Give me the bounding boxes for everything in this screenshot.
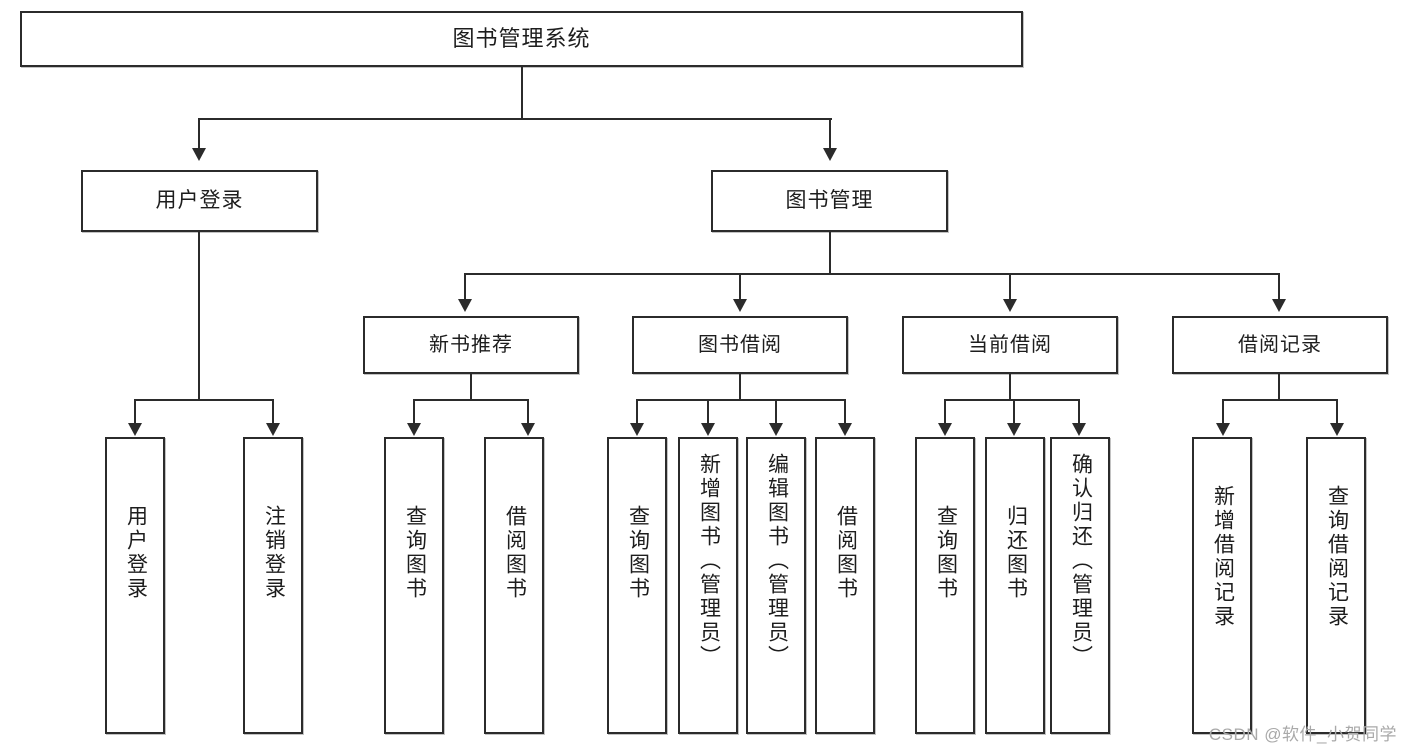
node-label: 借阅记录 [1238,333,1322,356]
arrow-current-borrow-leaf-1 [1007,423,1021,436]
node-root-system[interactable]: 图书管理系统 [20,11,1023,67]
arrow-current-borrow-leaf-2 [1072,423,1086,436]
connector-user-login-leaf-1 [272,399,274,425]
arrow-to-book-manage [823,148,837,161]
node-book-borrow[interactable]: 图书借阅 [632,316,848,374]
connector-book-borrow-leaf-1 [707,399,709,425]
connector-level3-bus [464,273,1279,275]
connector-new-book-leaf-0 [413,399,415,425]
leaf-query-book-borrow[interactable]: 查询图书 [607,437,667,734]
arrow-new-book-leaf-1 [521,423,535,436]
arrow-to-current-borrow [1003,299,1017,312]
connector-current-borrow-down [1009,374,1011,400]
leaf-query-book-current[interactable]: 查询图书 [915,437,975,734]
leaf-query-borrow-record[interactable]: 查询借阅记录 [1306,437,1366,734]
connector-new-book-bus [413,399,529,401]
connector-new-book-leaf-1 [527,399,529,425]
connector-user-login-down [198,232,200,400]
node-book-management[interactable]: 图书管理 [711,170,948,232]
arrow-to-borrow-record [1272,299,1286,312]
connector-borrow-record-leaf-1 [1336,399,1338,425]
leaf-label: 注销登录 [262,505,286,601]
leaf-label: 新增图书（管理员） [697,453,721,669]
leaf-query-book-recommend[interactable]: 查询图书 [384,437,444,734]
leaf-label: 查询借阅记录 [1325,485,1349,629]
connector-current-borrow-leaf-0 [944,399,946,425]
leaf-add-book-admin[interactable]: 新增图书（管理员） [678,437,738,734]
leaf-label: 编辑图书（管理员） [765,453,789,669]
leaf-label: 查询图书 [934,505,958,601]
arrow-user-login-leaf-0 [128,423,142,436]
arrow-book-borrow-leaf-2 [769,423,783,436]
connector-book-borrow-leaf-3 [844,399,846,425]
leaf-logout[interactable]: 注销登录 [243,437,303,734]
node-user-login[interactable]: 用户登录 [81,170,318,232]
leaf-label: 新增借阅记录 [1211,485,1235,629]
connector-book-borrow-leaf-0 [636,399,638,425]
connector-book-manage-down [829,232,831,274]
leaf-label: 用户登录 [124,505,148,601]
node-label: 新书推荐 [429,333,513,356]
connector-current-borrow-leaf-1 [1013,399,1015,425]
node-label: 图书管理 [785,188,874,212]
leaf-borrow-book-recommend[interactable]: 借阅图书 [484,437,544,734]
connector-borrow-record-leaf-0 [1222,399,1224,425]
arrow-book-borrow-leaf-1 [701,423,715,436]
leaf-label: 借阅图书 [834,505,858,601]
leaf-user-login[interactable]: 用户登录 [105,437,165,734]
connector-borrow-record-down [1278,374,1280,400]
connector-new-book-down [470,374,472,400]
leaf-label: 借阅图书 [503,505,527,601]
arrow-book-borrow-leaf-0 [630,423,644,436]
connector-root-down [521,67,523,119]
connector-level2-bus [198,118,832,120]
connector-to-book-manage [829,118,831,150]
connector-book-borrow-bus [636,399,845,401]
watermark-text: CSDN @软件_小贺同学 [1208,725,1397,744]
connector-book-borrow-leaf-2 [775,399,777,425]
leaf-label: 归还图书 [1004,505,1028,601]
connector-to-current-borrow [1009,273,1011,301]
node-borrow-record[interactable]: 借阅记录 [1172,316,1388,374]
connector-book-borrow-down [739,374,741,400]
arrow-book-borrow-leaf-3 [838,423,852,436]
connector-current-borrow-leaf-2 [1078,399,1080,425]
connector-user-login-bus [134,399,273,401]
node-current-borrow[interactable]: 当前借阅 [902,316,1118,374]
arrow-to-book-borrow [733,299,747,312]
leaf-label: 查询图书 [626,505,650,601]
arrow-user-login-leaf-1 [266,423,280,436]
leaf-add-borrow-record[interactable]: 新增借阅记录 [1192,437,1252,734]
connector-to-user-login [198,118,200,150]
connector-to-borrow-record [1278,273,1280,301]
connector-current-borrow-bus [944,399,1080,401]
leaf-borrow-book[interactable]: 借阅图书 [815,437,875,734]
node-label: 用户登录 [155,188,244,212]
node-label: 图书管理系统 [452,26,591,52]
leaf-label: 确认归还（管理员） [1069,453,1093,669]
leaf-label: 查询图书 [403,505,427,601]
connector-borrow-record-bus [1222,399,1338,401]
arrow-new-book-leaf-0 [407,423,421,436]
arrow-current-borrow-leaf-0 [938,423,952,436]
leaf-confirm-return-admin[interactable]: 确认归还（管理员） [1050,437,1110,734]
arrow-to-user-login [192,148,206,161]
node-label: 图书借阅 [698,333,782,356]
connector-user-login-leaf-0 [134,399,136,425]
connector-to-book-borrow [739,273,741,301]
arrow-to-new-book [458,299,472,312]
leaf-return-book[interactable]: 归还图书 [985,437,1045,734]
connector-to-new-book [464,273,466,301]
leaf-edit-book-admin[interactable]: 编辑图书（管理员） [746,437,806,734]
arrow-borrow-record-leaf-1 [1330,423,1344,436]
node-new-book-recommend[interactable]: 新书推荐 [363,316,579,374]
node-label: 当前借阅 [968,333,1052,356]
arrow-borrow-record-leaf-0 [1216,423,1230,436]
